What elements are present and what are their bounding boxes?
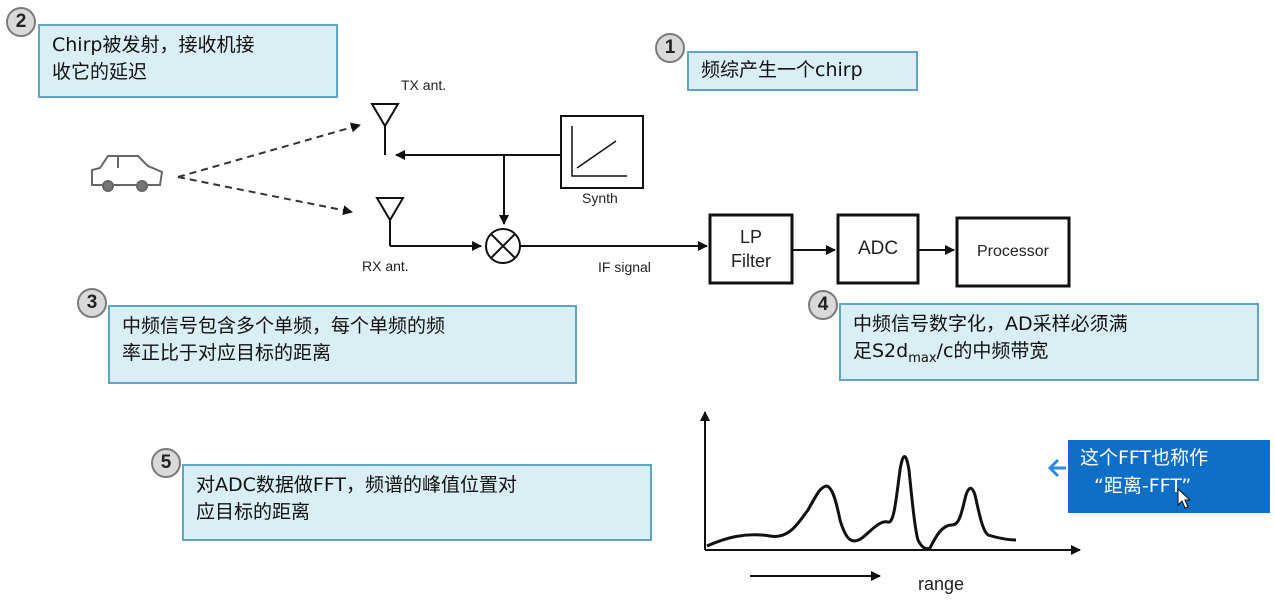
note-line1: 这个FFT也称作 (1080, 447, 1209, 469)
callout-if-frequencies: 中频信号包含多个单频，每个单频的频 率正比于对应目标的距离 (108, 305, 577, 384)
range-fft-note: 这个FFT也称作 “距离-FFT” (1068, 440, 1270, 513)
callout-5-line1: 对ADC数据做FFT，频谱的峰值位置对 (196, 474, 518, 496)
step-badge-5: 5 (151, 448, 181, 478)
step-badge-3: 3 (77, 288, 107, 318)
callout-3-line2: 率正比于对应目标的距离 (122, 342, 332, 364)
range-label: range (918, 574, 965, 594)
car-icon (91, 155, 164, 192)
chevron-left-icon (1047, 458, 1066, 478)
callout-4-line2-post: /c的中频带宽 (936, 340, 1049, 362)
callout-1-text: 频综产生一个chirp (701, 59, 863, 81)
callout-4-line1: 中频信号数字化，AD采样必须满 (853, 313, 1128, 335)
step-badge-1: 1 (655, 33, 685, 63)
lp-filter-block (708, 213, 794, 285)
callout-5-line2: 应目标的距离 (196, 501, 311, 523)
rx-antenna-icon (375, 197, 482, 251)
callout-4-line2-pre: 足S2d (853, 340, 909, 362)
processor-label: Processor (976, 243, 1050, 260)
step-badge-2: 2 (6, 7, 36, 37)
synth-block (560, 115, 644, 189)
if-signal-label: IF signal (598, 259, 651, 275)
step-badge-4: 4 (808, 290, 838, 320)
lp-filter-label-line2: Filter (731, 251, 771, 271)
lp-filter-label-line1: LP (739, 227, 763, 247)
callout-fft-peaks: 对ADC数据做FFT，频谱的峰值位置对 应目标的距离 (182, 464, 652, 541)
spectrum-curve (706, 455, 1017, 551)
callout-3-line1: 中频信号包含多个单频，每个单频的频 (122, 315, 446, 337)
adc-label: ADC (857, 238, 899, 259)
callout-chirp-transmit: Chirp被发射，接收机接 收它的延迟 (38, 24, 338, 98)
synth-label: Synth (582, 190, 618, 206)
callout-4-line2: 足S2dmax/c的中频带宽 (853, 338, 1245, 372)
callout-adc-sampling: 中频信号数字化，AD采样必须满 足S2dmax/c的中频带宽 (839, 303, 1259, 381)
note-line2: “距离-FFT” (1094, 475, 1192, 497)
rx-antenna-label: RX ant. (362, 258, 409, 274)
mixer-icon (485, 228, 521, 264)
callout-4-line2-sub: max (908, 350, 937, 366)
rx-ray-line (177, 176, 353, 216)
tx-antenna-label: TX ant. (401, 77, 447, 93)
adc-block (836, 213, 920, 285)
callout-chirp-generation: 频综产生一个chirp (687, 51, 918, 91)
callout-2-line1: Chirp被发射，接收机接 (52, 34, 255, 56)
callout-2-line2: 收它的延迟 (52, 61, 148, 83)
processor-block (955, 216, 1071, 288)
tx-ray-line (177, 122, 361, 178)
tx-antenna-icon (370, 103, 400, 155)
lp-filter-label: LP Filter (710, 225, 792, 273)
